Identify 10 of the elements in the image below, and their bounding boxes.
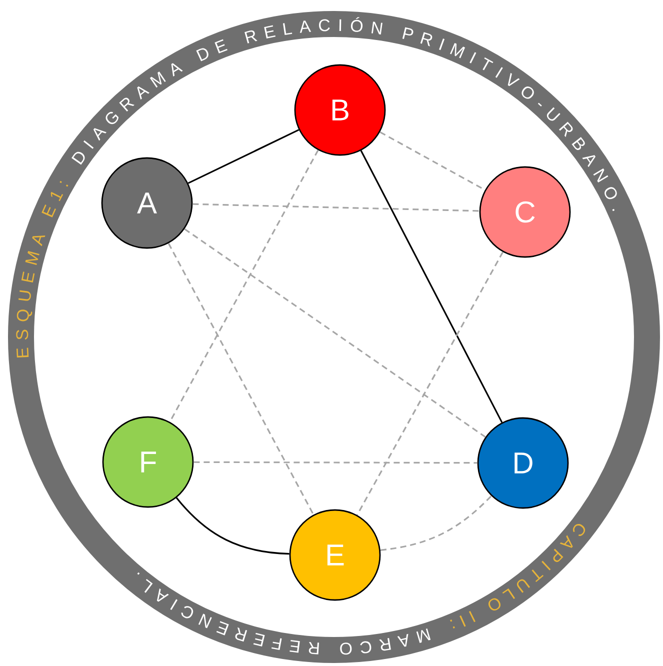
connector-line: [168, 242, 314, 516]
connector-line: [380, 495, 492, 551]
connector-line: [188, 129, 300, 184]
connector-line: [360, 150, 503, 423]
connector-line: [356, 252, 504, 516]
ring-text: ESQUEMA E1:: [16, 180, 68, 358]
connector-line: [184, 228, 486, 438]
connector-line: [194, 461, 478, 464]
connector-line: [176, 497, 290, 555]
connector-line: [192, 203, 480, 212]
